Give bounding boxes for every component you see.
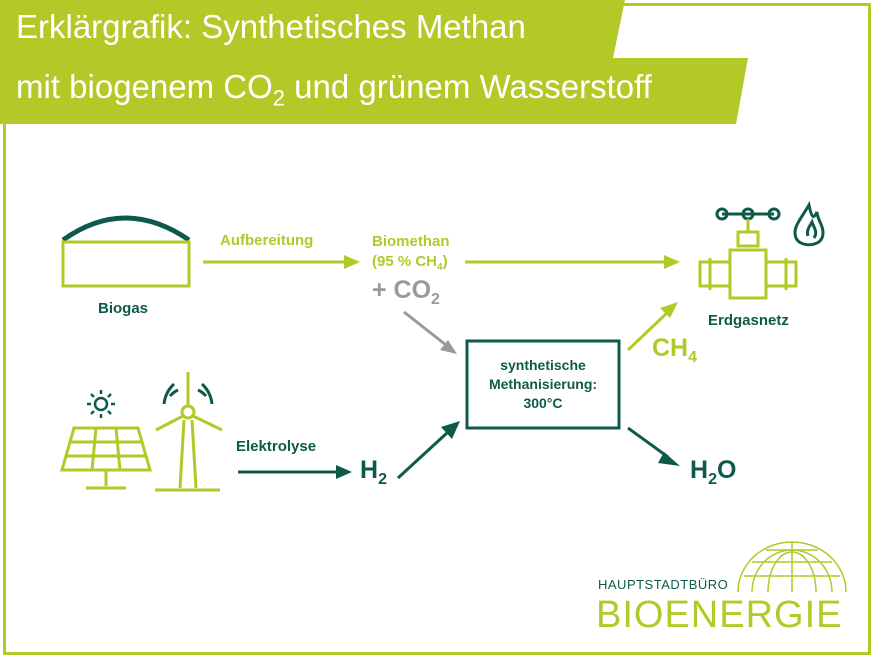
logo-globe-icon — [737, 541, 847, 593]
h2o-post: O — [716, 456, 737, 484]
label-biomethan: Biomethan (95 % CH4) — [372, 232, 450, 278]
logo-line-1: HAUPTSTADTBÜRO — [598, 577, 729, 592]
arrow-h2o — [627, 426, 680, 466]
methanisierung-line3: 300°C — [523, 395, 563, 411]
biomethan-line2-post: ) — [442, 253, 448, 270]
methanisierung-line1: synthetische — [500, 357, 586, 373]
title-line-2-sub: 2 — [272, 85, 286, 111]
label-elektrolyse: Elektrolyse — [236, 438, 317, 455]
ch4-pre: CH — [652, 334, 689, 362]
label-h2o: H2O — [690, 456, 736, 489]
label-erdgasnetz: Erdgasnetz — [708, 312, 789, 329]
co2-sub: 2 — [431, 291, 440, 308]
h2-pre: H — [360, 456, 379, 484]
flame-icon — [793, 200, 825, 247]
arrow-biomethan-erdgasnetz — [465, 255, 680, 269]
arrow-ch4-erdgasnetz — [626, 302, 678, 352]
methanisierung-line2: Methanisierung: — [488, 376, 598, 392]
biomethan-line2: (95 % CH4) — [372, 252, 450, 278]
h2-sub: 2 — [378, 471, 387, 488]
methanisierung-text: synthetische Methanisierung: 300°C — [467, 356, 619, 413]
solar-panel-icon — [60, 426, 152, 490]
biomethan-line2-pre: (95 % CH — [372, 253, 438, 270]
arrow-co2-methanisierung — [403, 310, 457, 354]
biogas-plant-icon — [61, 215, 191, 288]
title-banner-line2 — [0, 58, 748, 124]
arrow-elektrolyse — [238, 465, 352, 479]
ch4-sub: 4 — [688, 349, 698, 366]
gas-pipe-valve-icon — [698, 207, 798, 300]
title-line-2-post: und grünem Wasserstoff — [285, 68, 652, 105]
label-h2: H2 — [360, 456, 387, 489]
arrow-aufbereitung — [203, 255, 360, 269]
sun-icon — [87, 390, 115, 418]
title-line-2: mit biogenem CO2 und grünem Wasserstoff — [16, 68, 652, 112]
title-line-1: Erklärgrafik: Synthetisches Methan — [16, 8, 526, 45]
logo-line-2: BIOENERGIE — [596, 594, 843, 636]
biomethan-line2-sub: 4 — [437, 262, 443, 273]
label-aufbereitung: Aufbereitung — [220, 232, 314, 249]
co2-pre: + CO — [372, 276, 432, 304]
label-ch4: CH4 — [652, 334, 697, 367]
title-line-2-pre: mit biogenem CO — [16, 68, 273, 105]
label-co2: + CO2 — [372, 276, 440, 309]
title-banner — [0, 0, 625, 58]
h2o-sub: 2 — [708, 471, 717, 488]
methanisierung-box — [465, 339, 621, 430]
biomethan-line1: Biomethan — [372, 233, 450, 250]
h2o-pre: H — [690, 456, 709, 484]
wind-turbine-icon — [155, 372, 223, 492]
arrow-h2-methanisierung — [396, 421, 460, 480]
label-biogas: Biogas — [98, 300, 149, 317]
